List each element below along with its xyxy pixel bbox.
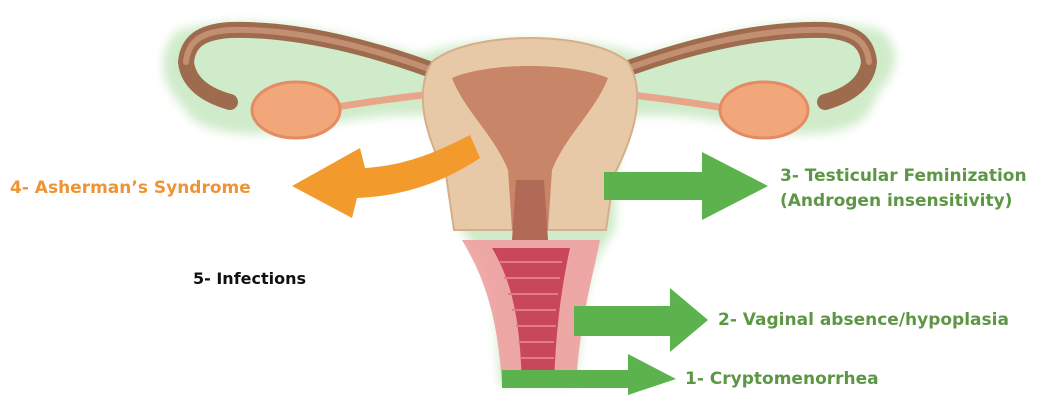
arrow-right-icon [574,288,708,352]
cervical-canal [512,180,548,240]
label-testicular-feminization: 3- Testicular Feminization [780,166,1027,186]
right-ovary [720,82,808,138]
label-cryptomenorrhea: 1- Cryptomenorrhea [685,369,879,389]
label-ashermans-syndrome: 4- Asherman’s Syndrome [10,178,251,198]
arrow-right-icon [604,152,768,220]
label-infections: 5- Infections [193,269,306,288]
left-ovary [252,82,340,138]
label-vaginal-absence: 2- Vaginal absence/hypoplasia [718,310,1009,330]
label-androgen-insensitivity: (Androgen insensitivity) [780,191,1012,211]
